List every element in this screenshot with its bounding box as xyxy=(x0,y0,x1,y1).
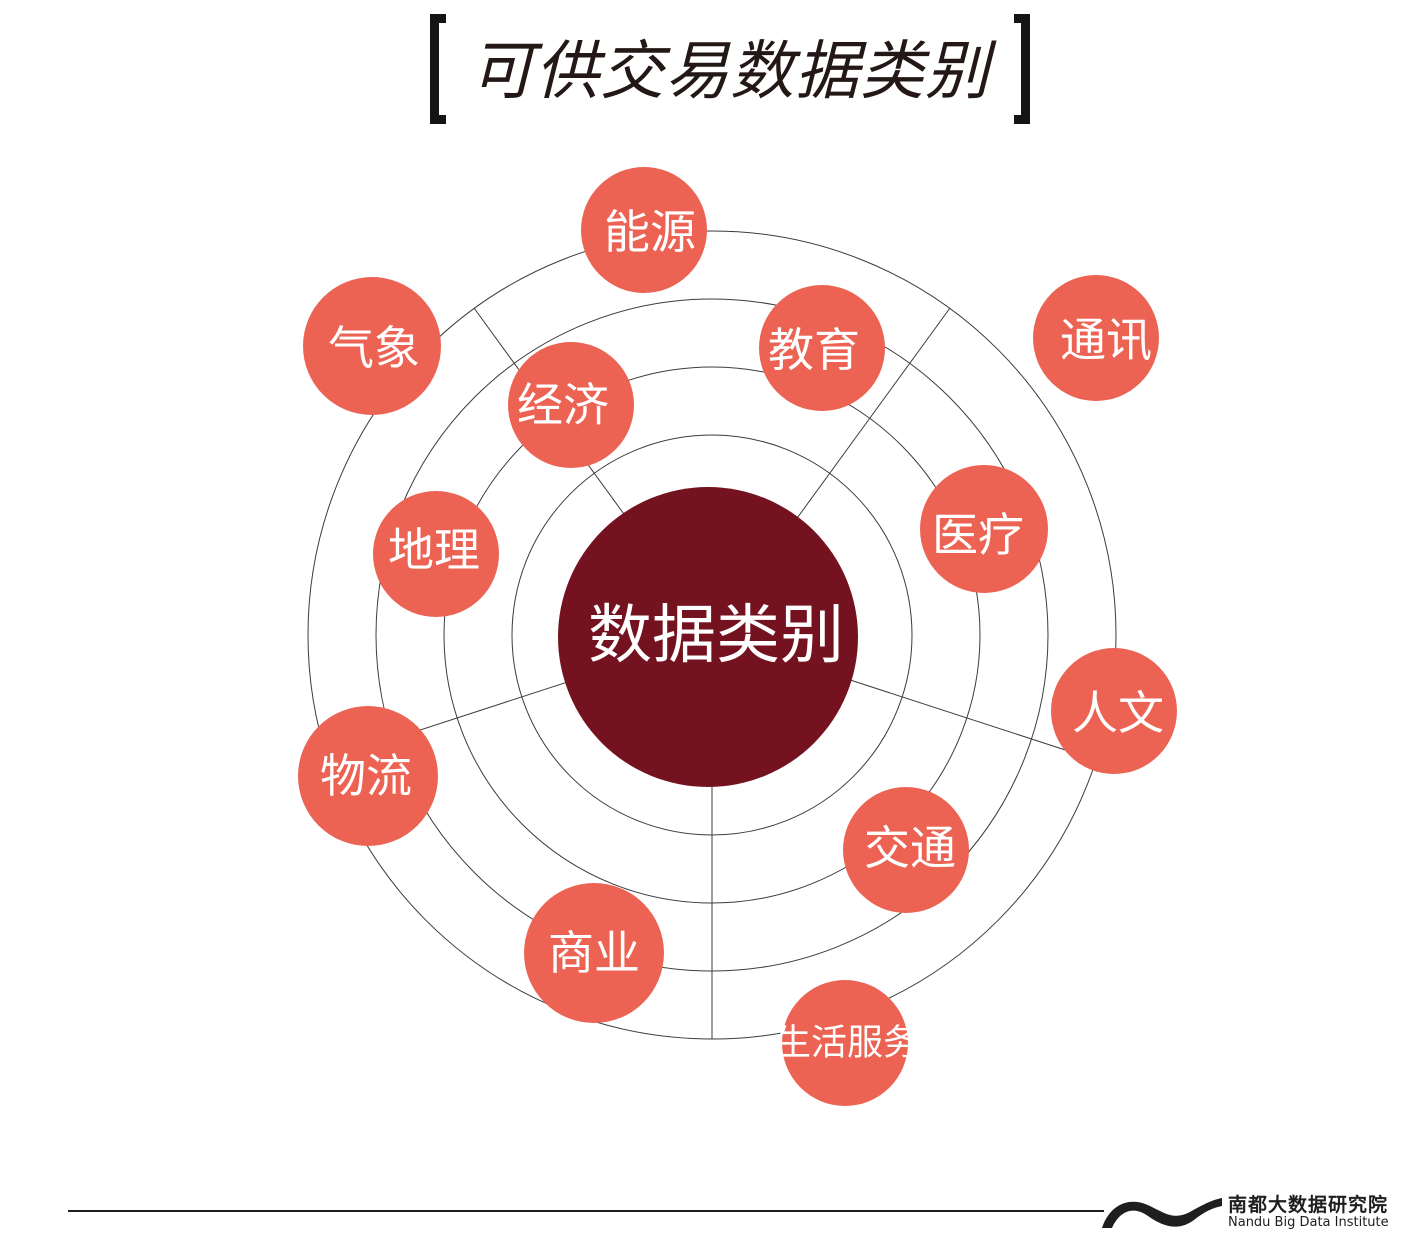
node-11: 生活服务 xyxy=(775,980,919,1106)
node-label: 交通 xyxy=(864,821,956,875)
node-circle xyxy=(920,465,1048,593)
node-label: 商业 xyxy=(548,926,640,980)
node-6: 地理 xyxy=(373,491,499,617)
node-circle xyxy=(524,883,664,1023)
node-1: 通讯 xyxy=(1033,275,1159,401)
node-circle xyxy=(759,285,885,411)
center-circle xyxy=(558,487,858,787)
node-circle xyxy=(1051,648,1177,774)
node-3: 经济 xyxy=(508,342,634,468)
node-7: 人文 xyxy=(1051,648,1177,774)
node-label: 地理 xyxy=(388,523,480,577)
node-5: 医疗 xyxy=(920,465,1048,593)
node-circle xyxy=(843,787,969,913)
node-circle xyxy=(508,342,634,468)
node-9: 交通 xyxy=(843,787,969,913)
node-circle xyxy=(1033,275,1159,401)
nandu-logo-icon xyxy=(1102,1198,1222,1228)
page-title: 可供交易数据类别 xyxy=(470,35,990,109)
footer-divider xyxy=(68,1210,1104,1212)
left-bracket xyxy=(430,14,446,124)
right-bracket xyxy=(1014,14,1030,124)
center-node: 数据类别 xyxy=(558,487,858,787)
node-circle xyxy=(581,167,707,293)
brand-name-cn: 南都大数据研究院 xyxy=(1228,1194,1389,1216)
brand-name-en: Nandu Big Data Institute xyxy=(1228,1215,1389,1230)
node-4: 气象 xyxy=(303,277,441,415)
node-circle xyxy=(298,706,438,846)
node-2: 教育 xyxy=(759,285,885,411)
node-label: 经济 xyxy=(517,378,609,432)
node-label: 教育 xyxy=(768,323,860,377)
node-label: 气象 xyxy=(328,321,420,375)
node-10: 商业 xyxy=(524,883,664,1023)
node-circle xyxy=(373,491,499,617)
node-label: 人文 xyxy=(1072,686,1164,740)
node-label: 医疗 xyxy=(932,508,1024,562)
node-circle xyxy=(303,277,441,415)
node-label: 通讯 xyxy=(1060,313,1152,367)
title-block: 可供交易数据类别 xyxy=(430,14,1030,130)
node-label: 物流 xyxy=(320,749,412,803)
node-label: 生活服务 xyxy=(775,1023,919,1064)
node-circle xyxy=(782,980,908,1106)
node-0: 能源 xyxy=(581,167,707,293)
node-label: 能源 xyxy=(604,205,696,259)
node-8: 物流 xyxy=(298,706,438,846)
center-label: 数据类别 xyxy=(588,599,844,673)
